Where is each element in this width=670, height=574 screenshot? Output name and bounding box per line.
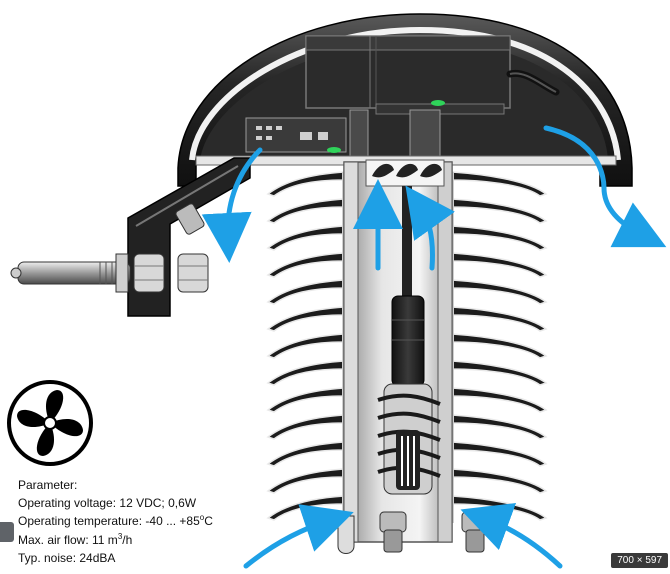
louver-fin [451, 387, 548, 413]
left-louver-stack [266, 171, 346, 523]
louver-fin [451, 171, 548, 197]
louver-fin [451, 414, 548, 440]
louver-fin [451, 225, 548, 251]
louver-fin [266, 279, 345, 305]
image-size-badge: 700 × 597 [611, 553, 668, 568]
airflow-arrow [201, 147, 263, 263]
sensor-cable [402, 186, 412, 296]
airflow-arrows [201, 125, 667, 569]
airflow-arrow [243, 504, 354, 569]
louver-fin [266, 387, 345, 413]
nut-1 [133, 253, 165, 293]
param-airflow: Max. air flow: 11 m3/h [18, 531, 133, 547]
louver-fin [451, 333, 548, 359]
threaded-rod [17, 261, 131, 285]
params-heading: Parameter: [18, 478, 78, 492]
status-led [431, 100, 445, 106]
circuit-board [245, 117, 347, 153]
louver-fin [451, 468, 548, 494]
louver-fin [266, 495, 345, 521]
right-louver-stack [450, 171, 548, 523]
param-temperature: Operating temperature: -40 ... +85oC [18, 513, 213, 529]
parameter-list: Parameter: Operating voltage: 12 VDC; 0,… [18, 476, 213, 567]
fan-impeller [365, 159, 445, 187]
airflow-arrow [405, 185, 455, 271]
fan-icon [5, 378, 95, 468]
louver-fin [266, 333, 345, 359]
louver-fin [451, 306, 548, 332]
louver-fin [451, 441, 548, 467]
louver-fin [451, 360, 548, 386]
louver-fin [266, 306, 345, 332]
louver-fin [266, 225, 345, 251]
louver-fin [266, 252, 345, 278]
param-voltage: Operating voltage: 12 VDC; 0,6W [18, 496, 197, 511]
nut-2 [177, 253, 209, 293]
louver-fin [451, 279, 548, 305]
louver-fin [266, 414, 345, 440]
louver-fin [266, 171, 345, 197]
sensor-probe [377, 295, 441, 495]
louver-fin [451, 252, 548, 278]
louver-fin [266, 441, 345, 467]
airflow-arrow [543, 125, 667, 248]
side-tab-handle[interactable] [0, 522, 14, 542]
dome-inner-rim [189, 26, 621, 161]
louver-fin [266, 198, 345, 224]
louver-fin [266, 360, 345, 386]
louver-fin [266, 468, 345, 494]
param-noise: Typ. noise: 24dBA [18, 550, 116, 565]
airflow-arrow [460, 503, 563, 569]
louver-fin [451, 198, 548, 224]
